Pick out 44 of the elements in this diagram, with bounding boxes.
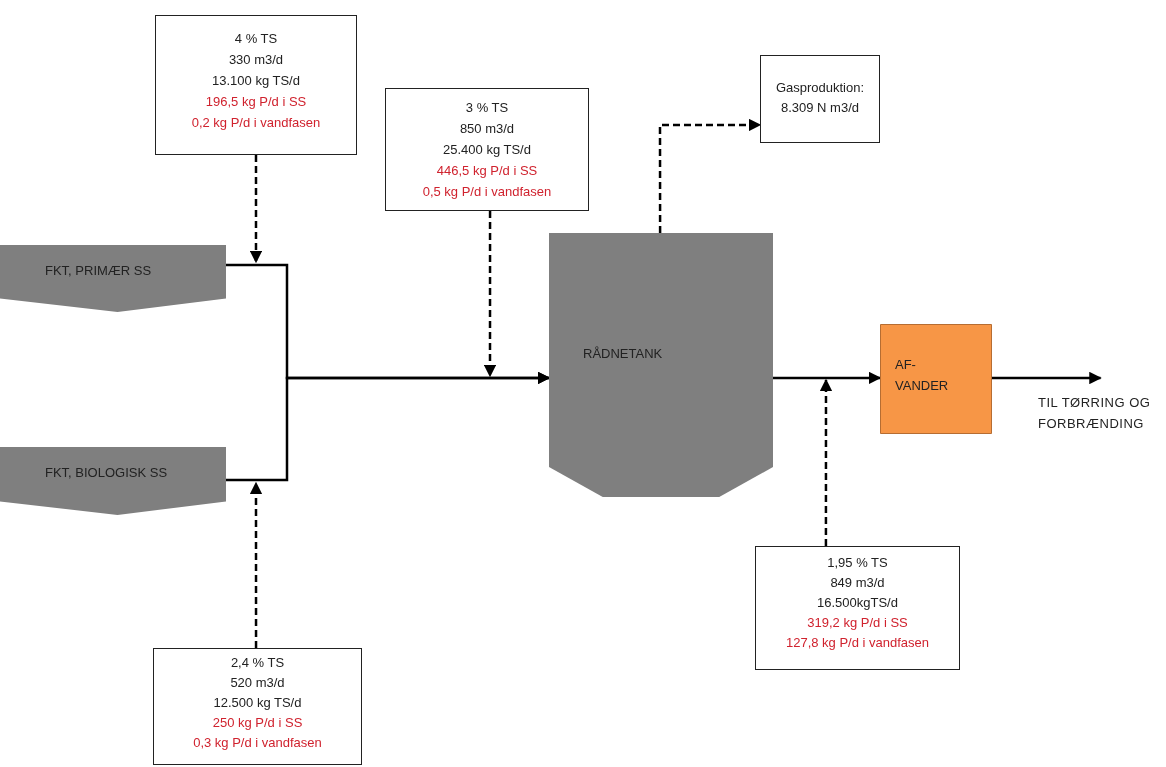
data-box (760, 55, 880, 143)
flow-value: 330 m3/d (227, 51, 285, 69)
destination-label: TIL TØRRING OG FORBRÆNDING (1038, 394, 1152, 433)
process-label: FKT, BIOLOGISK SS (45, 464, 168, 482)
phosphorus-value: 0,2 kg P/d i vandfasen (190, 114, 322, 132)
digester-tank (549, 233, 773, 497)
dashed-arrow (249, 481, 263, 648)
phosphorus-value: 0,3 kg P/d i vandfasen (192, 734, 323, 752)
phosphorus-value: 196,5 kg P/d i SS (204, 93, 308, 111)
flow-value: 2,4 % TS (229, 654, 286, 672)
arrow (992, 371, 1102, 385)
phosphorus-value: 250 kg P/d i SS (211, 714, 304, 732)
phosphorus-value: 0,5 kg P/d i vandfasen (421, 183, 553, 201)
process-label: FKT, PRIMÆR SS (45, 262, 152, 280)
sludge-source-shape (0, 245, 226, 312)
flow-value: 520 m3/d (229, 674, 286, 692)
dashed-arrow (819, 378, 833, 546)
data-box (153, 648, 362, 765)
dashed-arrow (483, 211, 497, 378)
flow-value: 16.500kgTS/d (816, 594, 899, 612)
sludge-source-shape (0, 447, 226, 515)
data-box (755, 546, 960, 670)
process-label: RÅDNETANK (583, 345, 663, 363)
flow-value: 8.309 N m3/d (779, 99, 860, 117)
flow-value: 849 m3/d (829, 574, 886, 592)
flow-value: 4 % TS (233, 30, 279, 48)
flow-value: Gasproduktion: (774, 79, 866, 97)
phosphorus-value: 446,5 kg P/d i SS (435, 162, 539, 180)
data-box (155, 15, 357, 155)
phosphorus-value: 127,8 kg P/d i vandfasen (784, 634, 931, 652)
phosphorus-value: 319,2 kg P/d i SS (806, 614, 909, 632)
flow-value: 12.500 kg TS/d (212, 694, 303, 712)
dashed-arrow (249, 155, 263, 264)
dewatering-box (880, 324, 992, 434)
arrow (773, 371, 882, 385)
dashed-arrow (658, 118, 762, 233)
flow-value: 850 m3/d (458, 120, 516, 138)
flow-value: 25.400 kg TS/d (442, 141, 532, 159)
arrow (226, 371, 551, 482)
flow-value: 13.100 kg TS/d (211, 72, 301, 90)
flow-value: 1,95 % TS (826, 554, 889, 572)
data-box (385, 88, 589, 211)
process-label: AF- VANDER (895, 356, 950, 395)
flow-value: 3 % TS (464, 99, 510, 117)
